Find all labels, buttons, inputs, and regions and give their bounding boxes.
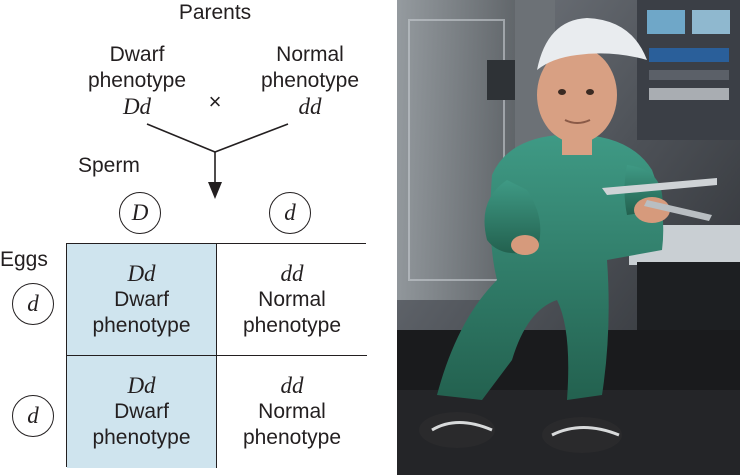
cross-symbol: × [208,89,222,114]
parent-right-line1: Normal [276,43,344,66]
parent-left: Dwarf phenotype Dd [62,42,212,120]
right-parent-line [214,123,289,153]
punnett-cell-dwarf: Dd Dwarf phenotype [67,244,217,356]
parent-left-line2: phenotype [87,69,187,92]
parent-right-line2: phenotype [260,69,360,92]
egg-allele-circle: d [12,283,54,325]
punnett-cell-normal: dd Normal phenotype [217,356,367,468]
egg-allele: d [27,403,39,428]
parent-right-genotype: dd [298,94,322,119]
sperm-allele-circle: D [119,192,161,234]
cell-phenotype-line2: phenotype [92,426,191,449]
sperm-allele: d [284,200,296,225]
cell-phenotype-line1: Normal [258,400,326,423]
cell-genotype: dd [280,260,304,286]
egg-allele: d [27,291,39,316]
cell-phenotype-line1: Dwarf [114,400,169,423]
parent-right: Normal phenotype dd [240,42,380,120]
cell-phenotype-line1: Normal [258,287,326,311]
egg-allele-circle: d [12,395,54,437]
cell-genotype: Dd [127,373,156,398]
arrow-head-icon [208,182,222,199]
parents-title: Parents [178,1,252,24]
sperm-label: Sperm [78,154,140,177]
surgeon-photo [397,0,740,475]
surgeon-illustration [397,0,740,475]
cell-genotype: Dd [127,260,156,286]
left-parent-line [146,123,216,153]
punnett-cell-normal: dd Normal phenotype [217,244,367,356]
eggs-label: Eggs [0,248,48,271]
parent-left-genotype: Dd [122,94,152,119]
punnett-cell-dwarf: Dd Dwarf phenotype [67,356,217,468]
parent-left-line1: Dwarf [109,43,165,66]
cell-genotype: dd [280,373,304,398]
cell-phenotype-line2: phenotype [242,313,342,337]
cell-phenotype-line1: Dwarf [114,287,169,311]
cross-lines [146,123,289,199]
punnett-square: Dd Dwarf phenotype dd Normal phenotype D… [66,243,367,468]
cell-phenotype-line2: phenotype [242,426,342,449]
cell-phenotype-line2: phenotype [92,313,191,337]
sperm-allele: D [131,200,149,225]
sperm-allele-circle: d [269,192,311,234]
